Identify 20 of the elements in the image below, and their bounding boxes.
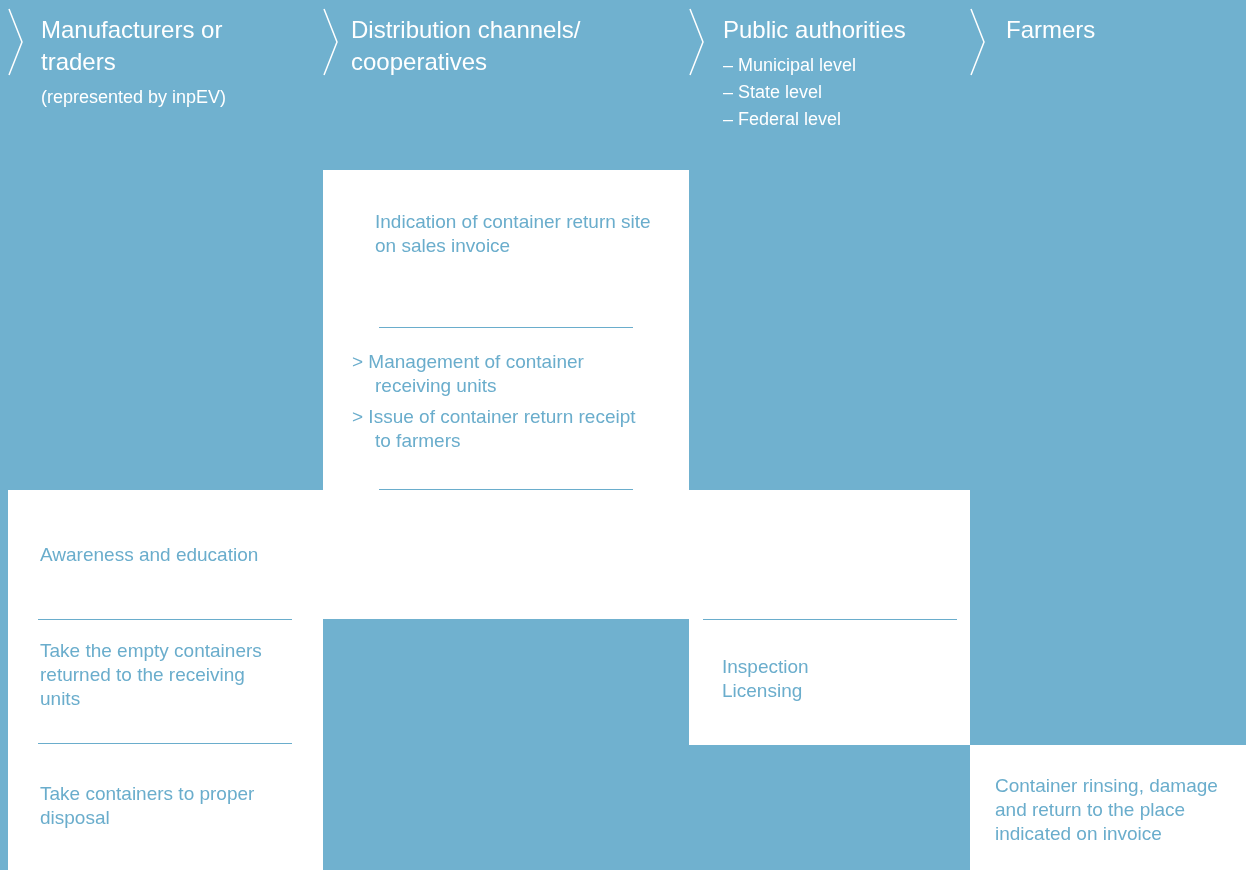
column-title: Distribution channels/ cooperatives [351,15,582,77]
task-text: Take the empty containers returned to the receiving units [40,639,263,711]
task-text: Licensing [722,679,804,703]
task-text: > Issue of container return receipt to farmers [352,405,637,453]
column-header [689,0,970,490]
task-text: Take containers to proper disposal [40,782,256,830]
column-header [970,0,1246,745]
task-text: Inspection [722,655,810,679]
column-note: (represented by inpEV) [41,86,228,109]
column-title: Manufacturers or traders [41,15,224,77]
column-title: Public authorities [723,15,907,45]
task-text: Awareness and education [40,543,260,567]
column-note: – Federal level [723,108,843,131]
task-text: > Management of container receiving units [352,350,585,398]
task-text: Container rinsing, damage and return to the place indicated on invoice [995,774,1219,846]
column-note: – State level [723,81,824,104]
task-text: Indication of container return site on sales invoice [375,210,652,258]
column-header [8,0,323,490]
column-note: – Municipal level [723,54,858,77]
column-title: Farmers [1006,15,1097,45]
